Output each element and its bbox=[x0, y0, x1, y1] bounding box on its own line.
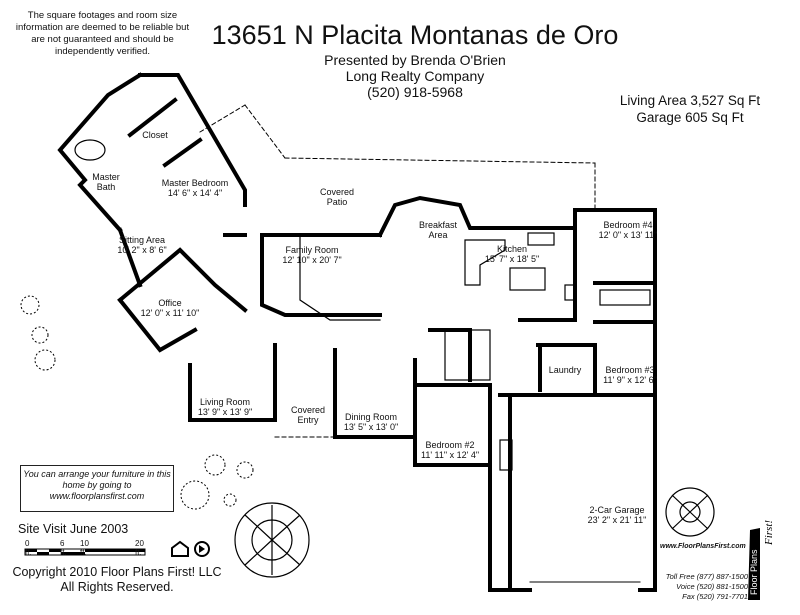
rights-text: All Rights Reserved. bbox=[60, 580, 174, 594]
scale-label: 10 ft. bbox=[80, 539, 89, 557]
scale-label: 20 ft. bbox=[135, 539, 144, 557]
room-name: Office bbox=[158, 298, 182, 308]
scale-bar bbox=[24, 548, 146, 556]
room-size: 12' 0" x 13' 11" bbox=[598, 230, 658, 240]
room-label: Breakfast Area bbox=[413, 220, 463, 240]
shrub-icon bbox=[20, 295, 254, 510]
room-name: Covered Entry bbox=[290, 405, 326, 425]
brand-website: www.FloorPlansFirst.com bbox=[660, 543, 746, 550]
room-name: Bedroom #2 bbox=[425, 440, 475, 450]
brand-logo: Floor Plans First! bbox=[748, 520, 775, 600]
room-size: 12' 10" x 20' 7" bbox=[282, 255, 342, 265]
presented-by: Presented by Brenda O'Brien bbox=[324, 52, 506, 68]
room-size: 12' 0" x 11' 10" bbox=[140, 308, 200, 318]
brand-contact: Toll Free (877) 887-1500 Voice (520) 881… bbox=[660, 572, 748, 602]
site-visit: Site Visit June 2003 bbox=[18, 522, 129, 536]
room-label: Covered Patio bbox=[312, 187, 362, 207]
room-label: Closet bbox=[142, 130, 168, 140]
phone: (520) 918-5968 bbox=[367, 84, 463, 100]
room-name: Laundry bbox=[548, 365, 582, 375]
room-name: Bedroom #3 bbox=[605, 365, 655, 375]
copyright-text: Copyright 2010 Floor Plans First! LLC bbox=[12, 565, 222, 579]
master-suite-walls bbox=[57, 72, 382, 288]
scale-label: 6 ft. bbox=[60, 539, 67, 557]
presenter-info: Presented by Brenda O'Brien Long Realty … bbox=[320, 52, 510, 100]
room-size: 15' 7" x 18' 5" bbox=[484, 254, 540, 264]
room-name: Dining Room bbox=[344, 412, 398, 422]
room-name: Master Bath bbox=[92, 172, 120, 192]
copyright: Copyright 2010 Floor Plans First! LLC Al… bbox=[12, 565, 222, 595]
main-house-walls bbox=[117, 195, 657, 592]
room-size: 23' 2" x 21' 11" bbox=[587, 515, 647, 525]
disclaimer: The square footages and room size inform… bbox=[15, 10, 190, 57]
page-title: 13651 N Placita Montanas de Oro bbox=[211, 20, 619, 50]
room-name: Master Bedroom bbox=[161, 178, 229, 188]
room-label: Laundry bbox=[549, 365, 582, 375]
room-size: 14' 6" x 14' 4" bbox=[167, 188, 223, 198]
equal-housing-icon bbox=[171, 540, 189, 557]
room-name: Living Room bbox=[199, 397, 251, 407]
room-size: 11' 11" x 12' 4" bbox=[420, 450, 480, 460]
room-name: Covered Patio bbox=[319, 187, 355, 207]
room-name: 2-Car Garage bbox=[589, 505, 645, 515]
room-name: Closet bbox=[142, 130, 168, 140]
room-name: Bedroom #4 bbox=[603, 220, 653, 230]
room-name: Family Room bbox=[285, 245, 339, 255]
tree-icon bbox=[234, 487, 715, 578]
svg-text:First!: First! bbox=[763, 520, 775, 546]
area-summary: Living Area 3,527 Sq Ft Garage 605 Sq Ft bbox=[605, 92, 775, 126]
room-size: 10' 2" x 8' 6" bbox=[117, 245, 167, 255]
toll-free: Toll Free (877) 887-1500 bbox=[665, 572, 748, 581]
garage-area: Garage 605 Sq Ft bbox=[636, 110, 744, 125]
room-name: Breakfast Area bbox=[418, 220, 458, 240]
fax: Fax (520) 791-7701 bbox=[682, 592, 748, 601]
voice-phone: Voice (520) 881-1500 bbox=[676, 582, 748, 591]
room-name: Kitchen bbox=[496, 244, 528, 254]
realtor-arrow-icon bbox=[194, 541, 210, 557]
room-size: 11' 9" x 12' 6" bbox=[603, 375, 657, 385]
svg-text:Floor Plans: Floor Plans bbox=[749, 549, 759, 595]
room-size: 13' 5" x 13' 0" bbox=[343, 422, 399, 432]
room-name: Sitting Area bbox=[118, 235, 166, 245]
room-label: Master Bath bbox=[86, 172, 126, 192]
patio-outline bbox=[199, 104, 596, 438]
living-area: Living Area 3,527 Sq Ft bbox=[619, 93, 761, 108]
room-label: Covered Entry bbox=[286, 405, 331, 425]
room-size: 13' 9" x 13' 9" bbox=[197, 407, 253, 417]
promo-box: You can arrange your furniture in this h… bbox=[20, 465, 174, 512]
scale-label: 0 ft. bbox=[25, 539, 32, 557]
company: Long Realty Company bbox=[345, 68, 485, 84]
